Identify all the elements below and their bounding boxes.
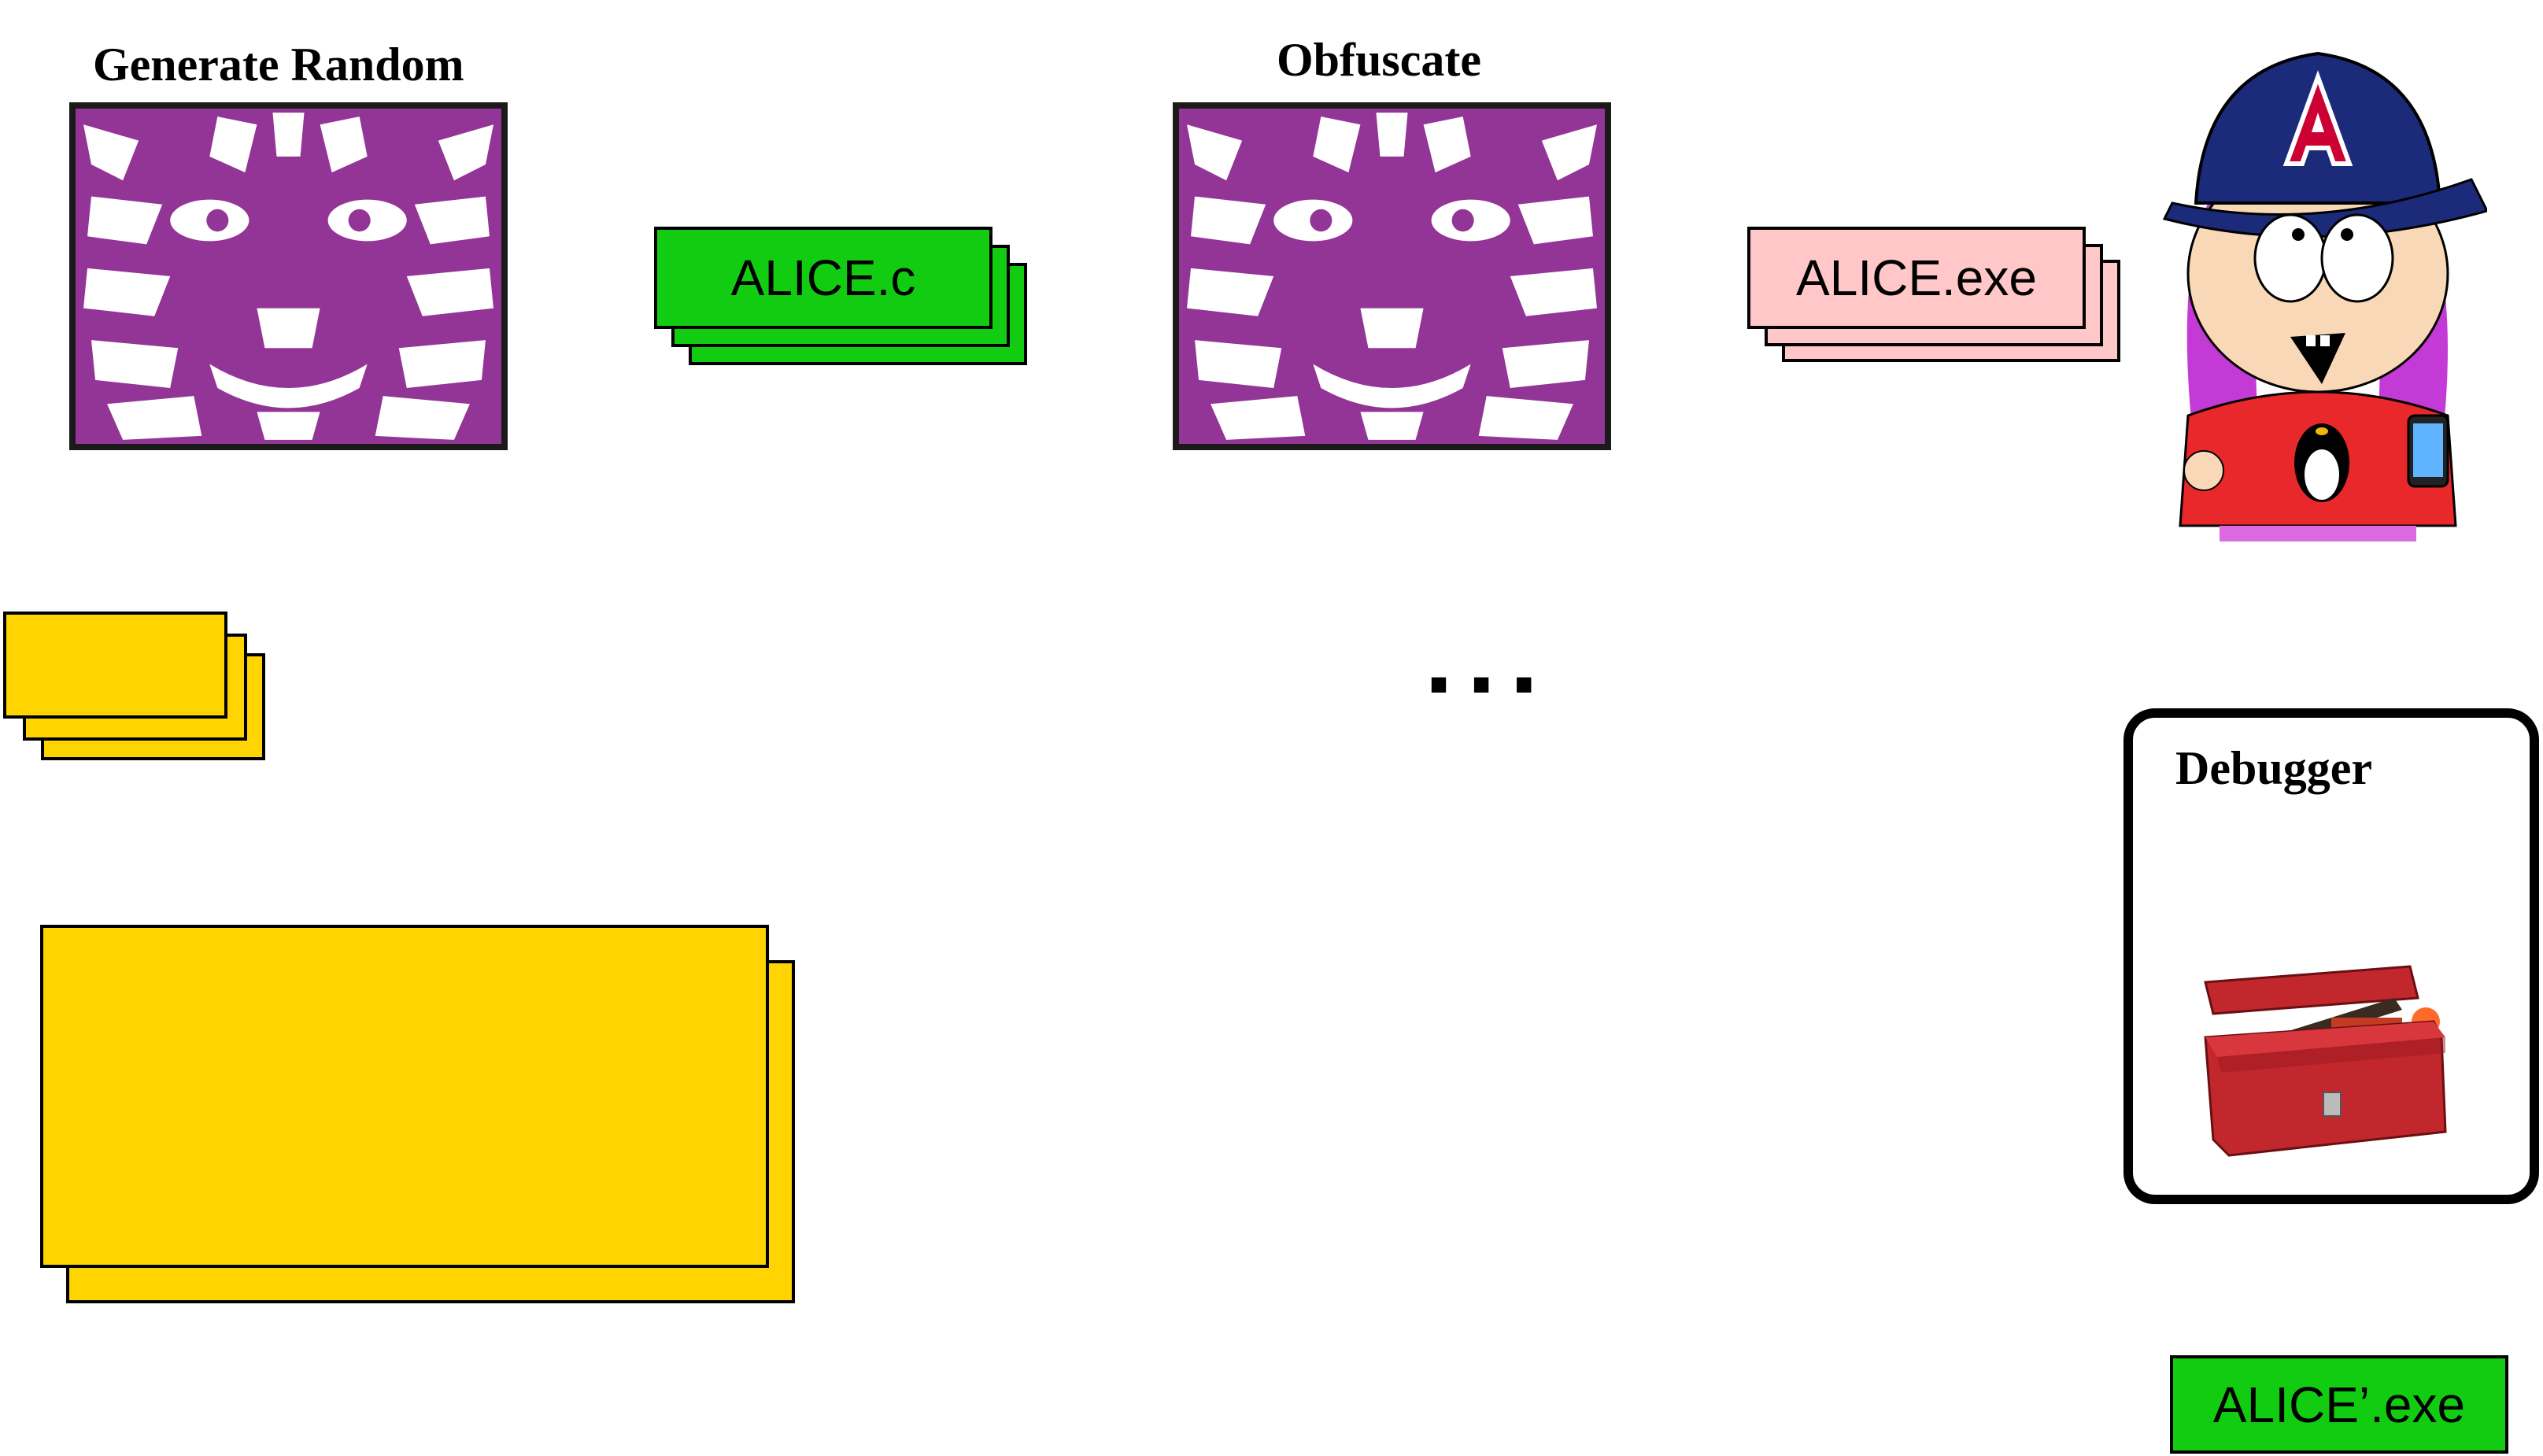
arizona-a-logo [2282, 70, 2353, 166]
debugger-heading: Debugger [2175, 742, 2372, 794]
obfuscated-tiger-icon [1173, 102, 1611, 450]
cartoon-attacker-avatar [2141, 22, 2489, 541]
source-file-label: ALICE.c [730, 249, 916, 306]
binary-file-card: ALICE.exe [1747, 227, 2086, 329]
tiger-icon [69, 102, 508, 450]
ellipsis: ... [1425, 600, 1553, 715]
cracked-binary-file-label: ALICE’.exe [2212, 1376, 2466, 1433]
cracked-binary-file-card: ALICE’.exe [2170, 1355, 2508, 1454]
toolbox-icon [2174, 951, 2497, 1171]
obfuscate-heading: Obfuscate [1277, 34, 1481, 86]
binary-file-label: ALICE.exe [1796, 249, 2037, 306]
yellow-stack-small [3, 612, 227, 719]
source-file-card: ALICE.c [654, 227, 992, 329]
generate-random-heading: Generate Random [93, 39, 464, 91]
yellow-stack-large [40, 925, 769, 1268]
